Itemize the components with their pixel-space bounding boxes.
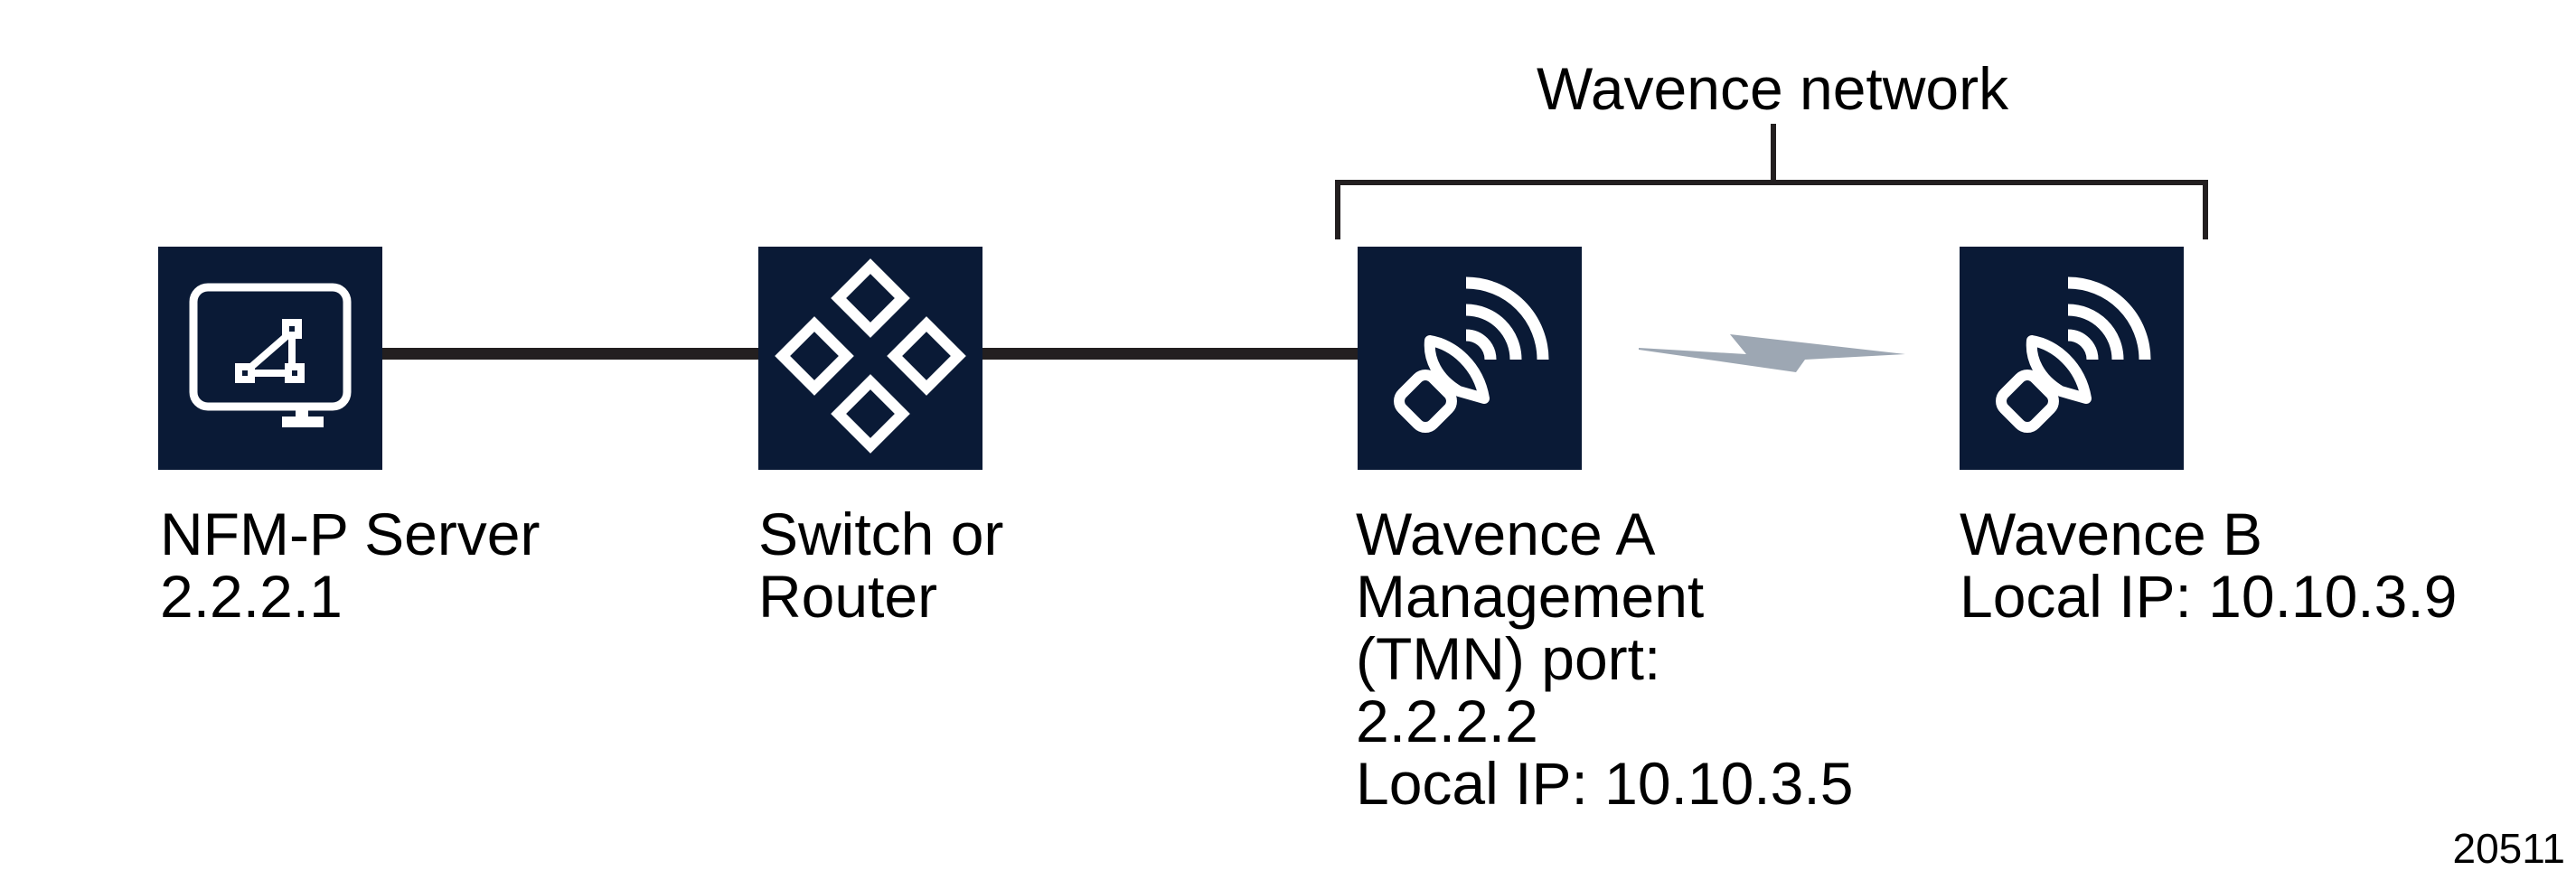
microwave-antenna-icon — [1996, 276, 2151, 433]
lightning-bolt-icon — [1639, 334, 1905, 372]
wire-nfmp-to-switch — [382, 348, 758, 360]
node-nfmp-server — [158, 247, 382, 470]
wire-switch-to-wavence-a — [982, 348, 1358, 360]
wavence-network-label: Wavence network — [1537, 55, 2009, 122]
wavence-a-label: Wavence A Management (TMN) port: 2.2.2.2… — [1356, 501, 1854, 817]
node-wavence-b — [1960, 247, 2184, 470]
microwave-antenna-icon — [1394, 276, 1549, 433]
server-monitor-topology-icon — [189, 283, 352, 427]
node-switch-router — [758, 247, 982, 470]
switch-router-label: Switch or Router — [758, 501, 1004, 630]
bracket-left-tick — [1335, 180, 1340, 239]
nfmp-server-label: NFM-P Server 2.2.2.1 — [160, 501, 541, 630]
figure-number: 20511 — [2452, 825, 2565, 872]
node-wavence-a — [1358, 247, 1582, 470]
bracket-right-tick — [2203, 180, 2208, 239]
bracket-horizontal-line — [1335, 180, 2208, 185]
bracket-stem — [1771, 124, 1776, 185]
switch-diamonds-icon — [775, 258, 966, 454]
wavence-b-label: Wavence B Local IP: 10.10.3.9 — [1960, 501, 2458, 630]
